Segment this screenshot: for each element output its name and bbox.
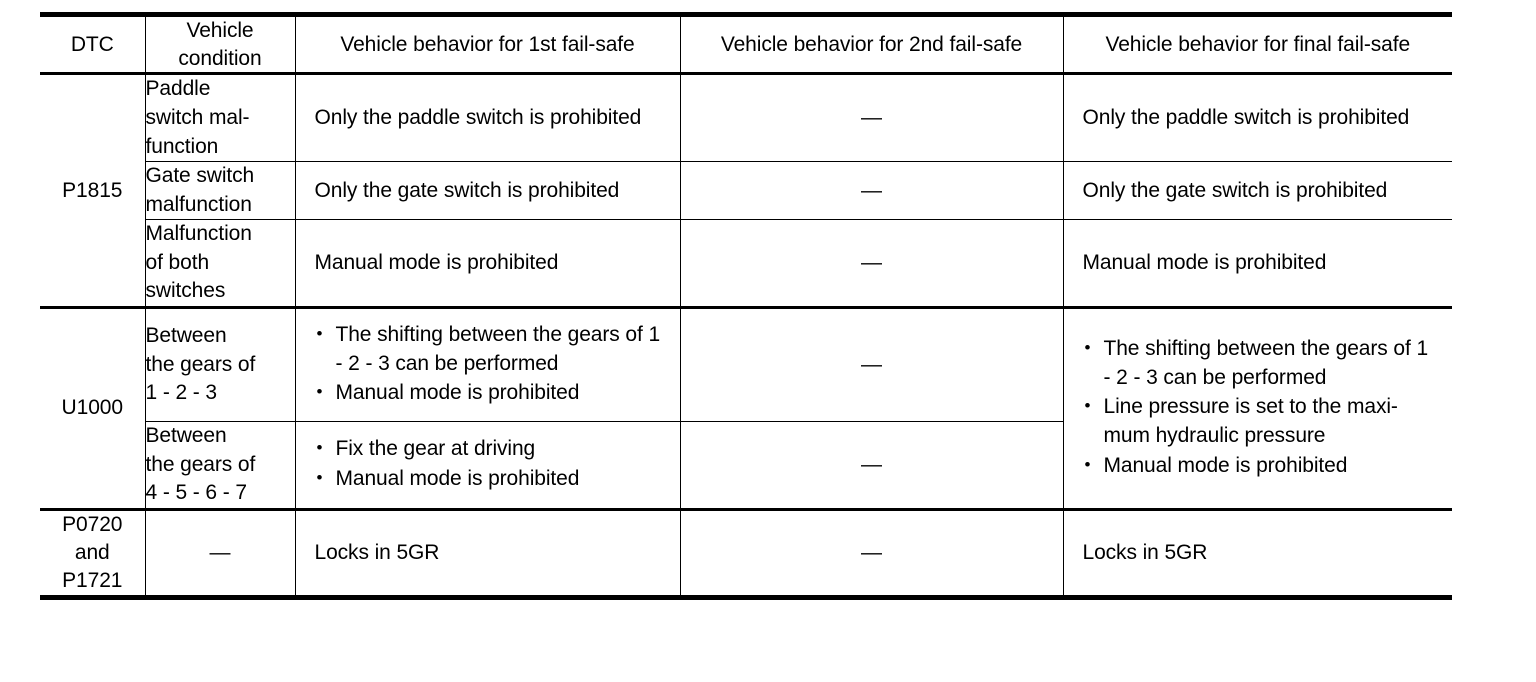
list-item: The shifting between the gears of 1 - 2 … [315, 320, 668, 379]
final-failsafe-text: Only the gate switch is prohibited [1082, 178, 1388, 202]
first-failsafe-bullet-list: The shifting between the gears of 1 - 2 … [315, 320, 668, 408]
dtc-code-cell: P1815 [40, 73, 145, 309]
final-failsafe-text: Only the paddle switch is prohibited [1082, 106, 1410, 130]
dtc-code-label: U1000 [61, 396, 123, 420]
vehicle-condition-cell: Paddle switch mal- function [144, 73, 295, 163]
second-failsafe-dash: — [861, 540, 882, 564]
table-header: DTC Vehicle condition Vehicle behavior f… [40, 11, 1452, 76]
dtc-code-cell: P0720 and P1721 [40, 509, 145, 600]
column-header-vehicle-condition-label: Vehicle condition [178, 19, 262, 70]
first-failsafe-cell: Only the paddle switch is prohibited [294, 73, 680, 163]
second-failsafe-dash: — [861, 106, 882, 130]
second-failsafe-cell: — [679, 73, 1063, 163]
list-item: Manual mode is prohibited [1083, 451, 1441, 481]
vehicle-condition-cell: — [144, 509, 295, 600]
first-failsafe-text: Locks in 5GR [314, 540, 440, 564]
vehicle-condition-cell: Between the gears of 1 - 2 - 3 [144, 307, 295, 423]
second-failsafe-dash: — [861, 352, 882, 376]
column-header-first-failsafe-label: Vehicle behavior for 1st fail-safe [340, 32, 635, 56]
first-failsafe-text: Only the gate switch is prohibited [314, 178, 620, 202]
final-failsafe-cell: Only the gate switch is prohibited [1062, 161, 1452, 221]
first-failsafe-cell: Only the gate switch is prohibited [294, 161, 680, 221]
dtc-code-label: P1815 [62, 178, 123, 202]
column-header-second-failsafe-label: Vehicle behavior for 2nd fail-safe [720, 32, 1023, 56]
column-header-second-failsafe: Vehicle behavior for 2nd fail-safe [679, 11, 1063, 76]
column-header-vehicle-condition: Vehicle condition [144, 11, 295, 76]
second-failsafe-cell: — [679, 307, 1063, 423]
final-failsafe-cell: The shifting between the gears of 1 - 2 … [1062, 307, 1452, 511]
vehicle-condition-label: Between the gears of 4 - 5 - 6 - 7 [145, 424, 256, 505]
vehicle-condition-cell: Gate switch malfunction [144, 161, 295, 221]
first-failsafe-bullet-list: Fix the gear at driving Manual mode is p… [315, 434, 668, 494]
list-item: Manual mode is prohibited [315, 378, 668, 408]
first-failsafe-cell: Fix the gear at driving Manual mode is p… [294, 421, 680, 511]
final-failsafe-cell: Manual mode is prohibited [1062, 219, 1452, 309]
vehicle-condition-label: Paddle switch mal- function [145, 77, 250, 158]
dtc-code-cell: U1000 [40, 307, 145, 511]
first-failsafe-text: Only the paddle switch is prohibited [314, 106, 642, 130]
table-row: P1815 Paddle switch mal- function Only t… [40, 73, 1452, 309]
list-item: The shifting between the gears of 1 - 2 … [1083, 334, 1441, 393]
table-row: Between the gears of 4 - 5 - 6 - 7 Fix t… [40, 421, 1452, 511]
column-header-final-failsafe: Vehicle behavior for final fail-safe [1062, 11, 1452, 76]
second-failsafe-dash: — [861, 452, 882, 476]
second-failsafe-dash: — [861, 178, 882, 202]
first-failsafe-cell: Locks in 5GR [294, 509, 680, 600]
list-item: Line pressure is set to the maxi-mum hyd… [1083, 392, 1441, 451]
column-header-first-failsafe: Vehicle behavior for 1st fail-safe [294, 11, 680, 76]
vehicle-condition-label: Malfunction of both switches [145, 222, 252, 303]
first-failsafe-cell: The shifting between the gears of 1 - 2 … [294, 307, 680, 423]
second-failsafe-cell: — [679, 509, 1063, 600]
table-row: Gate switch malfunction Only the gate sw… [40, 161, 1452, 221]
final-failsafe-text: Locks in 5GR [1082, 540, 1208, 564]
final-failsafe-text: Manual mode is prohibited [1082, 251, 1327, 275]
second-failsafe-dash: — [861, 250, 882, 274]
vehicle-condition-cell: Between the gears of 4 - 5 - 6 - 7 [144, 421, 295, 511]
vehicle-condition-label: Gate switch malfunction [145, 164, 255, 216]
vehicle-condition-cell: Malfunction of both switches [144, 219, 295, 309]
column-header-dtc-label: DTC [70, 32, 114, 56]
first-failsafe-text: Manual mode is prohibited [314, 251, 559, 275]
failsafe-behavior-table: DTC Vehicle condition Vehicle behavior f… [40, 11, 1452, 600]
dtc-code-label: P0720 and P1721 [62, 512, 123, 592]
final-failsafe-cell: Locks in 5GR [1062, 509, 1452, 600]
final-failsafe-cell: Only the paddle switch is prohibited [1062, 73, 1452, 163]
vehicle-condition-label: Between the gears of 1 - 2 - 3 [145, 324, 256, 405]
header-row: DTC Vehicle condition Vehicle behavior f… [40, 11, 1452, 76]
table-row: U1000 Between the gears of 1 - 2 - 3 The… [40, 307, 1452, 511]
table-body: P1815 Paddle switch mal- function Only t… [40, 73, 1452, 600]
list-item: Manual mode is prohibited [315, 464, 668, 494]
table-row: Malfunction of both switches Manual mode… [40, 219, 1452, 309]
final-failsafe-bullet-list: The shifting between the gears of 1 - 2 … [1083, 334, 1441, 481]
second-failsafe-cell: — [679, 421, 1063, 511]
table-row: P0720 and P1721 — Locks in 5GR — Locks i… [40, 509, 1452, 600]
first-failsafe-cell: Manual mode is prohibited [294, 219, 680, 309]
second-failsafe-cell: — [679, 219, 1063, 309]
second-failsafe-cell: — [679, 161, 1063, 221]
list-item: Fix the gear at driving [315, 434, 668, 464]
column-header-dtc: DTC [40, 11, 145, 76]
vehicle-condition-dash: — [209, 540, 231, 564]
column-header-final-failsafe-label: Vehicle behavior for final fail-safe [1105, 32, 1411, 56]
